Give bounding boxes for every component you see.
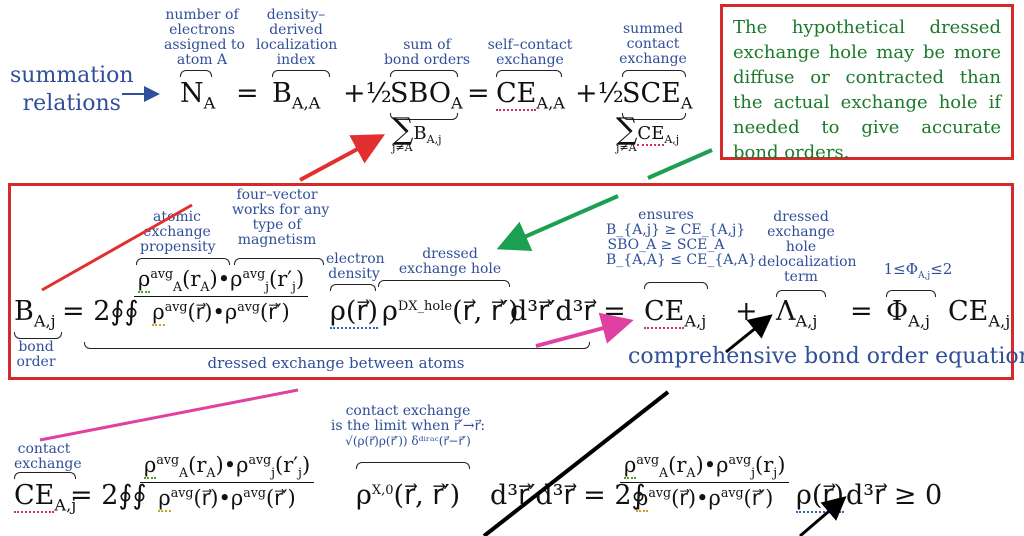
rho-r-term: ρ(r⃗) (330, 296, 379, 329)
brace-BAA (272, 70, 330, 77)
note-box: The hypothetical dressed exchange hole m… (720, 4, 1014, 163)
bottom-fraction-1: ρavgA(rA)•ρavgj(r′j) ρavg(r⃗)•ρavg(r⃗′) (140, 452, 315, 513)
N-A-term: NA (180, 78, 216, 113)
brace-SCE (622, 70, 686, 77)
CE-Aj-term-2: CEA,j (948, 296, 1011, 331)
sum-contact-exchange: ∑CEA,j j≠A (616, 112, 680, 154)
CE-AA-term: CEA,A (496, 78, 565, 113)
arrow-pink-ce (535, 312, 634, 348)
ann-phi-range: 1≤ΦA,j≤2 (883, 260, 953, 282)
plus-half-1: +½ (343, 78, 392, 109)
Phi-term: ΦA,j (886, 296, 930, 331)
rho-dx-hole-term: ρDX_hole(r⃗, r⃗′) (382, 296, 519, 327)
brace-contact (14, 472, 76, 479)
arrow-black-comprehensive (725, 314, 773, 354)
arrow-black-bottom (799, 496, 847, 536)
arrow-red-to-sbo (299, 134, 386, 182)
plus-half-2: +½ (575, 78, 624, 109)
brace-SBO (390, 70, 458, 77)
equals-phi: = (850, 296, 873, 327)
B-Aj-term: BA,j (14, 296, 56, 331)
brace-density (330, 284, 376, 291)
middle-integral-lead: = 2∮∮ (62, 296, 139, 327)
bottom-integral-lead: = 2∮∮ (70, 480, 147, 511)
brace-dx-hole (378, 280, 510, 287)
Lambda-term: ΛA,j (776, 296, 818, 331)
brace-four-vector (234, 258, 324, 265)
brace-phi (886, 290, 936, 297)
bottom-fraction-2: ρavgA(rA)•ρavgj(rj) ρavg(r⃗)•ρavg(r⃗′) (620, 452, 790, 513)
brace-atomic (136, 258, 230, 265)
arrow-green-note (647, 148, 713, 180)
brace-limit (356, 462, 470, 469)
middle-fraction: ρavgA(rA)•ρavgj(r′j) ρavg(r⃗)•ρavg(r⃗′) (134, 266, 309, 327)
bottom-tail: d³r⃗ ≥ 0 (846, 480, 943, 511)
ann-ensures: ensures B_{A,j} ≥ CE_{A,j} SBO_A ≥ SCE_A… (606, 207, 757, 268)
comprehensive-equation-box (8, 183, 1014, 380)
bottom-d3-term: d³r⃗′d³r⃗ = 2∮ (490, 480, 646, 511)
CE-Aj-term: CEA,j (644, 296, 707, 331)
SCE-term: SCEA (622, 78, 693, 113)
arrow-green-hole (496, 194, 619, 252)
SBO-term: SBOA (390, 78, 463, 113)
rho-x0-term: ρX,0(r⃗, r⃗′) (356, 480, 461, 511)
comprehensive-bond-order-label: comprehensive bond order equation (628, 344, 1024, 369)
equals-2: = (467, 78, 490, 109)
brace-CE (496, 70, 562, 77)
note-text: The hypothetical dressed exchange hole m… (733, 17, 1001, 163)
brace-ensures (644, 282, 708, 289)
dressed-exchange-between-atoms: dressed exchange between atoms (207, 354, 465, 372)
arrow-red-lower (41, 203, 193, 292)
arrow-pink-contact (39, 388, 299, 442)
brace-NA (180, 70, 212, 77)
arrow-black-slash (482, 390, 670, 536)
sum-bond-orders: ∑BA,j j≠A (392, 112, 442, 154)
B-AA-term: BA,A (272, 78, 321, 113)
brace-deloc (776, 290, 826, 297)
summation-relations-label: summation relations (10, 63, 134, 116)
bottom-CE-term: CEA,j (14, 480, 77, 515)
equals-1: = (236, 78, 259, 109)
